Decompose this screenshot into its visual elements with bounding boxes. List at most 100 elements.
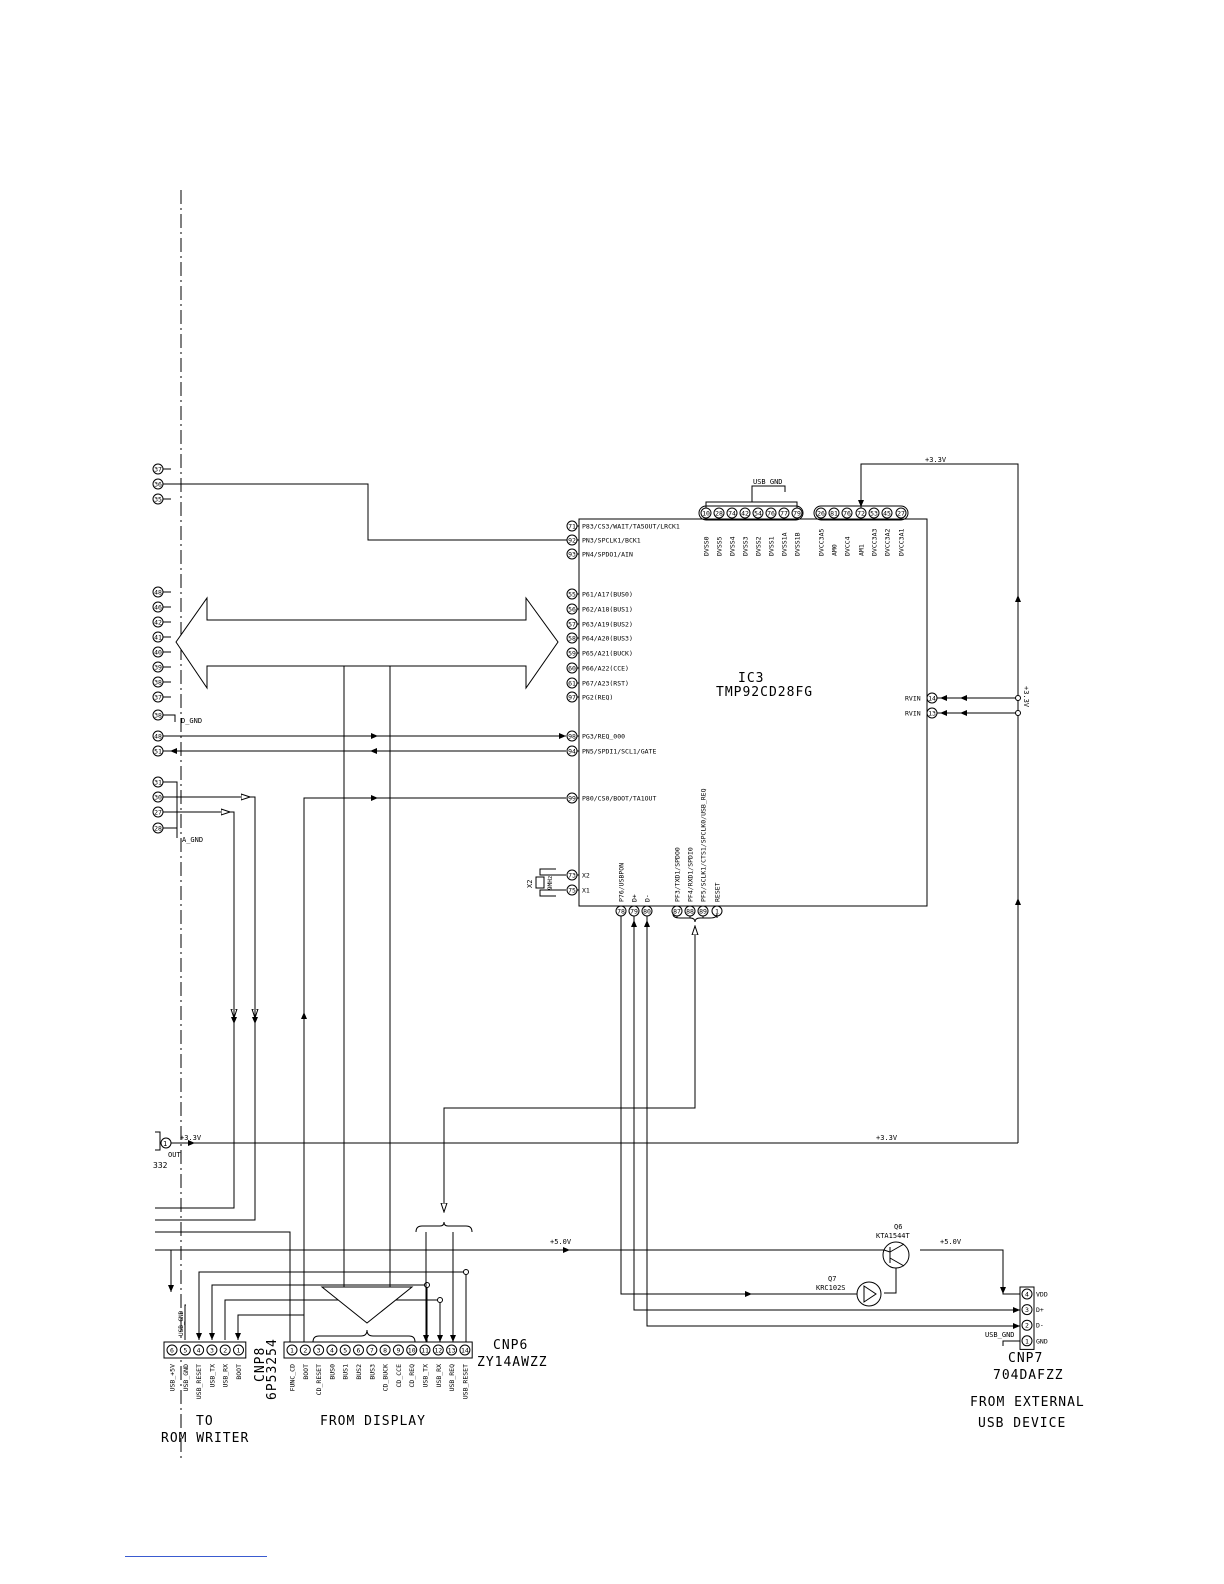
- regulator-part: 332: [153, 1161, 168, 1170]
- edge-pin-5-number: 42: [154, 619, 162, 627]
- cnp6-pin-12: [446, 1344, 458, 1356]
- ic3-left-pin-label: P83/CS3/WAIT/TA5OUT/LRCK1: [582, 523, 680, 531]
- edge-pin-4-number: 46: [154, 604, 162, 612]
- cnp8-pin-label: USB_RESET: [195, 1364, 203, 1399]
- cnp7-caption-1: FROM EXTERNAL: [970, 1395, 1085, 1410]
- ic3-part: TMP92CD28FG: [716, 685, 813, 700]
- ic3-top-pin-10: [841, 507, 853, 519]
- cnp6-pin-4-number: 5: [343, 1347, 347, 1355]
- ic3-left-pin-label: PG2(REQ): [582, 694, 613, 702]
- edge-pin-8-number: 39: [154, 664, 162, 672]
- cnp8-ref: CNP8: [253, 1347, 268, 1382]
- ic3-left-pin-label: PN3/SPCLK1/BCK1: [582, 537, 641, 545]
- ic3-bottom-pin-label: P76/USBPON: [618, 863, 626, 902]
- edge-pin-14-number: 31: [154, 779, 162, 787]
- cnp6-pin-2: [313, 1344, 325, 1356]
- cnp6-pin-label: USB_TX: [422, 1364, 430, 1388]
- ic3-bottom-pin-2-number: 80: [643, 908, 651, 916]
- ic3-left-pin-label: P64/A20(BUS3): [582, 635, 633, 643]
- usb-req-wire: [443, 930, 696, 1212]
- cnp6-pin-label: CD_CCE: [395, 1364, 403, 1388]
- svg-text:+5.0V: +5.0V: [940, 1238, 962, 1246]
- cnp8-pin-1-number: 5: [183, 1347, 187, 1355]
- edge-pin-1-number: 36: [154, 481, 162, 489]
- cnp8-caption-2: ROM WRITER: [161, 1431, 249, 1446]
- edge-pin-3-number: 48: [154, 589, 162, 597]
- edge-pin-2-number: 35: [154, 496, 162, 504]
- svg-text:KTA1544T: KTA1544T: [876, 1232, 911, 1240]
- cnp8-pin-label: USB_RX: [222, 1364, 230, 1388]
- ic3-top-pin-5-number: 76: [767, 510, 775, 518]
- cnp7-pin-2-number: 2: [1025, 1322, 1029, 1330]
- edge-pin-17: [152, 822, 164, 834]
- ic3-bottom-pin-label: PF3/TXD1/SPDO0: [674, 847, 682, 902]
- ic3-left-pin-0: [566, 520, 578, 532]
- cnp7-caption-2: USB DEVICE: [978, 1416, 1066, 1431]
- dvss-gnd-drop: [751, 485, 786, 502]
- cnp6-pin-label: BUS0: [328, 1364, 336, 1380]
- edge-pin-0: [152, 463, 164, 475]
- ic3-body: [578, 518, 928, 907]
- ic3-top-pin-14: [895, 507, 907, 519]
- ic3-left-pin-label: P63/A19(BUS2): [582, 621, 633, 629]
- edge-pin-9: [152, 676, 164, 688]
- cnp6-pin-4: [339, 1344, 351, 1356]
- ic3-bottom-pin-2: [641, 905, 653, 917]
- cnp7-pin-1-number: 3: [1025, 1306, 1029, 1314]
- d-gnd-label: D_GND: [181, 717, 202, 725]
- cnp6-pin-label: BOOT: [302, 1364, 310, 1380]
- ic3-left-pin-10-number: 97: [568, 694, 576, 702]
- edge-pin-0-number: 37: [154, 466, 162, 474]
- cnp7-pin-label: D+: [1036, 1306, 1044, 1314]
- ic3-bottom-pin-label: PF4/RXD1/SPDI0: [687, 847, 695, 902]
- cnp7-pin-0: [1021, 1288, 1033, 1300]
- ic3-top-pin-1-number: 28: [715, 510, 723, 518]
- crystal-value: 9MHz: [547, 875, 554, 890]
- ic3-bottom-pin-label: D+: [631, 894, 639, 902]
- ic3-top-pin-label: DVCC4: [844, 536, 852, 556]
- cnp6-pin-5: [353, 1344, 364, 1356]
- bck-wire: [171, 483, 567, 541]
- svg-text:USB_GND: USB_GND: [985, 1331, 1015, 1339]
- ic3-left-pin-label: PN5/SPDI1/SCL1/GATE: [582, 748, 656, 756]
- cnp7-pin-label: VDD: [1036, 1291, 1048, 1299]
- ic3-left-pin-11-number: 98: [568, 733, 576, 741]
- ic3-left-pin-label: P67/A23(RST): [582, 680, 629, 688]
- ic3-right-pin-1: [926, 707, 938, 719]
- cnp8-part: 6P53254: [265, 1338, 280, 1400]
- cnp6-pin-3: [326, 1344, 338, 1356]
- cnp7-pin-0-number: 4: [1025, 1291, 1029, 1299]
- ic3-left-pin-2-number: 93: [568, 551, 576, 559]
- cnp8-pin-0-number: 6: [170, 1347, 174, 1355]
- cnp6-pin-label: BUS1: [342, 1364, 350, 1380]
- cnp6-pin-11: [432, 1344, 444, 1356]
- cnp6-pin-13-number: 14: [461, 1347, 469, 1355]
- cnp6-pin-0-number: 1: [290, 1347, 294, 1355]
- ic3-top-pin-14-number: 27: [897, 510, 905, 518]
- edge-pin-16: [152, 806, 164, 818]
- ic3-bottom-pin-label: D-: [644, 894, 652, 902]
- ic3-top-pin-label: DVSS2: [755, 536, 763, 556]
- cnp6-pin-5-number: 6: [357, 1347, 361, 1355]
- cnp8-pin-4-number: 2: [223, 1347, 227, 1355]
- cnp6-caption: FROM DISPLAY: [320, 1414, 426, 1429]
- ic3-bottom-pin-1-number: 79: [630, 908, 638, 916]
- ic3-left-pin-5-number: 57: [568, 621, 576, 629]
- crystal-x2: [535, 876, 545, 889]
- ic3-left-pin-label: P65/A21(BUCK): [582, 650, 633, 658]
- cnp8-pin-label: USB_TX: [208, 1364, 216, 1388]
- ic3-top-pin-11-number: 72: [857, 510, 865, 518]
- svg-text:+3.3V: +3.3V: [876, 1134, 898, 1142]
- ic3-bottom-pin-label: PF5/SCLK1/CTS1/SPCLK0/USB_REQ: [700, 788, 708, 902]
- ic3-top-pin-13-number: 45: [883, 510, 891, 518]
- edge-pin-12: [152, 730, 164, 742]
- ic3-top-pin-2-number: 74: [728, 510, 736, 518]
- ic3-top-pin-3-number: 42: [741, 510, 749, 518]
- cnp8-caption-1: TO: [196, 1414, 214, 1429]
- cnp8-pin-0: [166, 1344, 178, 1356]
- ic3-top-pin-9-number: 81: [830, 510, 838, 518]
